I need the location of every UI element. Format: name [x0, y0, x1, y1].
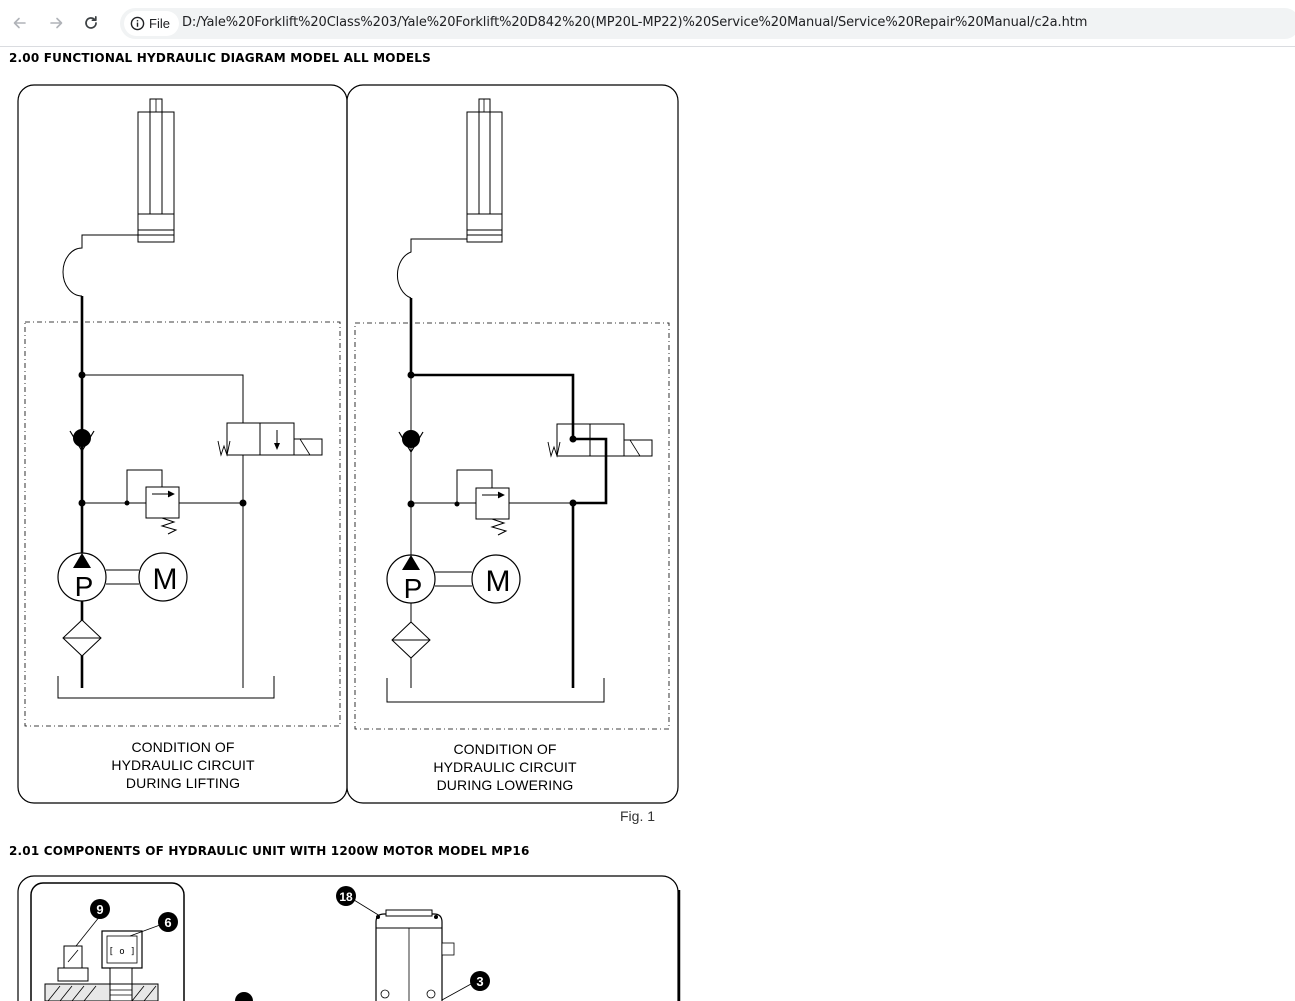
reload-icon	[85, 15, 97, 29]
lowering-caption-line-1: CONDITION OF	[453, 741, 557, 757]
pump-label-lowering: P	[404, 573, 423, 604]
relief-valve	[124, 469, 180, 535]
browser-toolbar: File D:/Yale%20Forklift%20Class%203/Yale…	[0, 0, 1295, 47]
solenoid-valve	[217, 422, 323, 457]
callout-9: 9	[90, 899, 110, 919]
callout-18: 18	[336, 886, 356, 906]
lowering-caption: CONDITION OF HYDRAULIC CIRCUIT DURING LO…	[405, 740, 605, 794]
back-button[interactable]	[9, 12, 31, 34]
motor-label: M	[153, 563, 178, 596]
motor-label-lowering: M	[486, 565, 511, 598]
solenoid-valve-lowering	[547, 423, 653, 458]
lifting-caption: CONDITION OF HYDRAULIC CIRCUIT DURING LI…	[83, 738, 283, 792]
forward-button[interactable]	[45, 12, 67, 34]
callout-18-label: 18	[339, 890, 353, 904]
figure-label: Fig. 1	[620, 808, 656, 824]
pump-motor: P M	[57, 552, 188, 602]
relief-valve-lowering	[454, 469, 510, 536]
lifting-panel	[17, 84, 348, 804]
lifting-caption-line-3: DURING LIFTING	[125, 775, 241, 791]
lowering-caption-line-3: DURING LOWERING	[436, 777, 574, 793]
filter	[62, 619, 102, 657]
check-valve	[69, 429, 95, 453]
lowering-caption-line-2: HYDRAULIC CIRCUIT	[433, 759, 577, 775]
callout-6-label: 6	[164, 915, 171, 930]
tank	[57, 676, 275, 699]
lifting-caption-line-2: HYDRAULIC CIRCUIT	[111, 757, 255, 773]
reload-button[interactable]	[80, 12, 102, 34]
callout-3-label: 3	[476, 974, 483, 989]
pump-motor-lowering: P M	[386, 554, 521, 604]
filter-lowering	[391, 621, 431, 659]
callout-6: 6	[158, 912, 178, 932]
callout-3: 3	[470, 971, 490, 991]
lowering-circuit: P M	[354, 98, 670, 730]
svg-text:[ o ]: [ o ]	[108, 947, 135, 957]
check-valve-lowering	[398, 430, 424, 454]
section-heading-2-01: 2.01 COMPONENTS OF HYDRAULIC UNIT WITH 1…	[9, 844, 530, 858]
lowering-panel	[346, 84, 679, 804]
lift-cylinder	[137, 98, 175, 243]
site-info-chip[interactable]: File	[124, 11, 179, 36]
url-text[interactable]: D:/Yale%20Forklift%20Class%203/Yale%20Fo…	[182, 15, 1088, 30]
info-icon	[130, 16, 145, 31]
site-info-label: File	[149, 16, 170, 31]
forward-arrow-icon	[50, 17, 63, 29]
section-heading-2-00: 2.00 FUNCTIONAL HYDRAULIC DIAGRAM MODEL …	[9, 51, 431, 65]
tank-lowering	[386, 678, 605, 703]
pump-label: P	[75, 571, 94, 602]
lifting-circuit: P M	[24, 98, 341, 727]
back-arrow-icon	[13, 17, 26, 29]
lifting-caption-line-1: CONDITION OF	[131, 739, 235, 755]
callout-9-label: 9	[96, 902, 103, 917]
hydraulic-unit-components-figure: [ o ] 9 6 18	[17, 875, 681, 1001]
address-bar[interactable]: File D:/Yale%20Forklift%20Class%203/Yale…	[120, 8, 1295, 39]
lower-cylinder	[466, 98, 503, 243]
